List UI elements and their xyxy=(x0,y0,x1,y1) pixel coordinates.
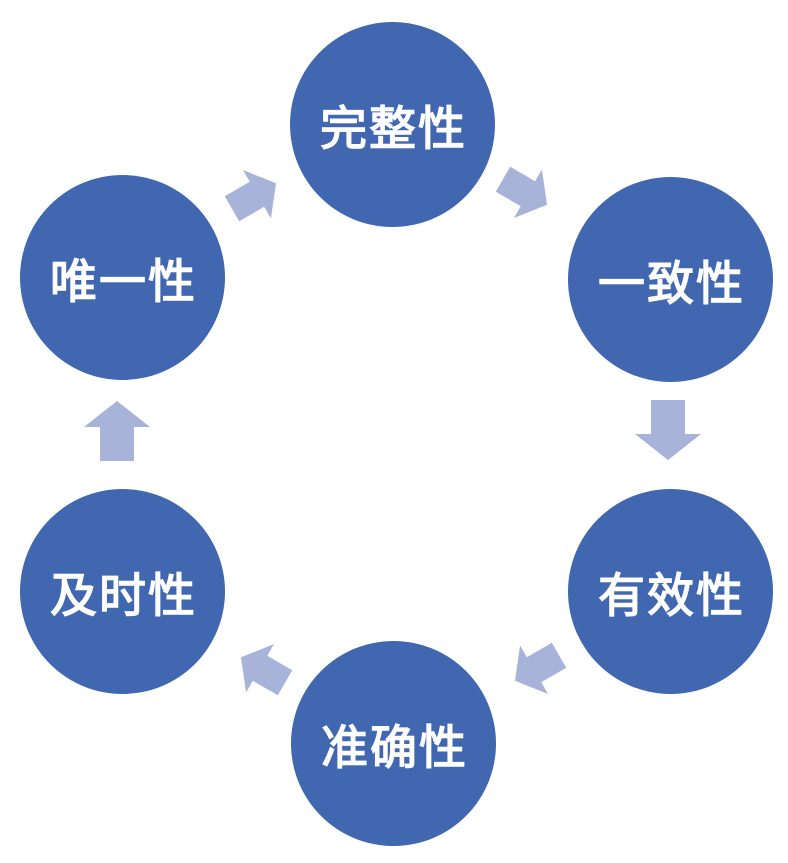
node-completeness: 完整性 xyxy=(290,22,495,227)
node-timeliness-label: 及时性 xyxy=(50,569,197,622)
arrow-timeliness-to-uniqueness-icon xyxy=(84,401,150,461)
arrow-accuracy-to-timeliness-icon xyxy=(226,633,299,707)
node-timeliness: 及时性 xyxy=(20,489,225,694)
node-consistency-label: 一致性 xyxy=(598,257,745,310)
node-uniqueness-label: 唯一性 xyxy=(50,255,197,308)
node-accuracy-label: 准确性 xyxy=(321,721,468,774)
node-accuracy: 准确性 xyxy=(291,641,496,846)
arrow-completeness-to-consistency-icon xyxy=(488,155,561,229)
node-uniqueness: 唯一性 xyxy=(20,175,225,380)
node-completeness-label: 完整性 xyxy=(320,102,467,155)
arrow-validity-to-accuracy-icon xyxy=(500,631,573,705)
node-validity: 有效性 xyxy=(568,489,773,694)
node-consistency: 一致性 xyxy=(568,177,773,382)
arrow-consistency-to-validity-icon xyxy=(635,400,701,460)
node-validity-label: 有效性 xyxy=(598,569,745,622)
arrow-uniqueness-to-completeness-icon xyxy=(217,159,290,233)
